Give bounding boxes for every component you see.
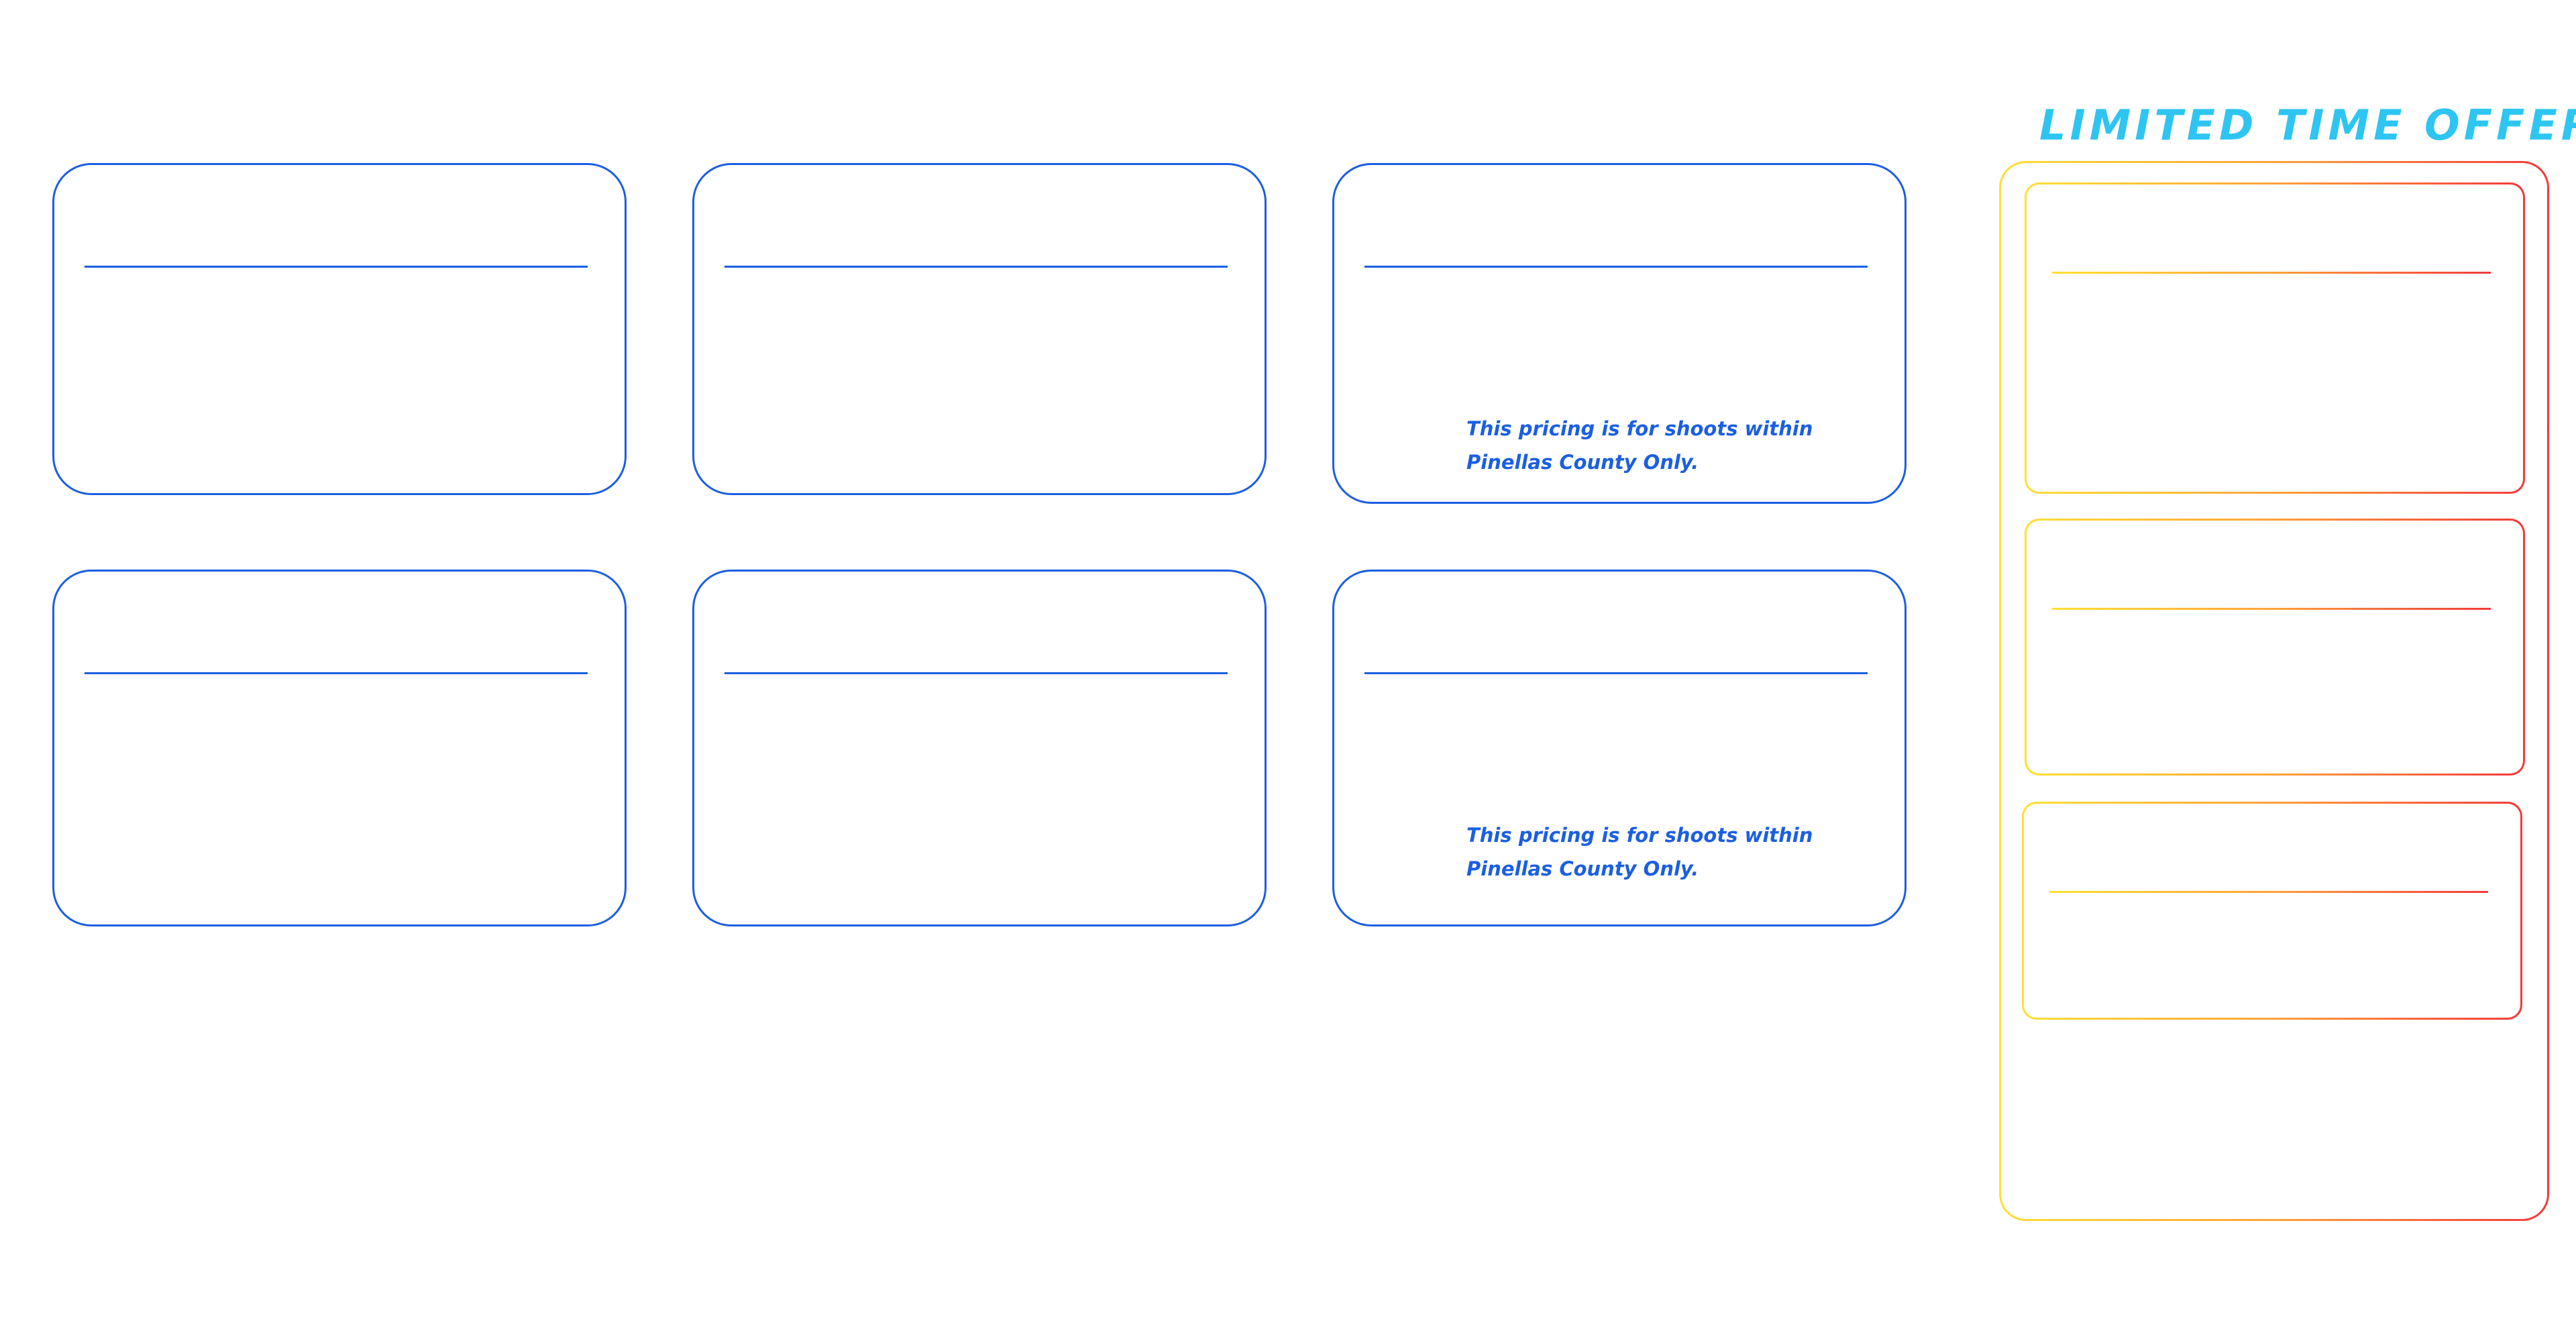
pricing-card-6: This pricing is for shoots within Pinell… [1332,570,1907,926]
offer-card-2 [2025,519,2525,776]
pricing-note-line-2: Pinellas County Only. [1466,451,1699,474]
pricing-note-line-2: Pinellas County Only. [1466,857,1699,880]
pricing-card-1 [52,163,627,495]
pricing-card-3: This pricing is for shoots within Pinell… [1332,163,1907,504]
offer-card-divider [2052,272,2491,274]
offer-title: LIMITED TIME OFFER [2039,101,2576,150]
card-divider [85,266,588,268]
pricing-note: This pricing is for shoots within Pinell… [1466,818,1949,886]
pricing-note-line-1: This pricing is for shoots within [1466,824,1813,847]
pricing-note-line-1: This pricing is for shoots within [1466,417,1813,440]
card-divider [1364,266,1868,268]
offer-card-3 [2022,802,2522,1020]
card-divider [724,266,1228,268]
offer-card-1 [2025,182,2525,494]
card-divider [85,672,588,674]
card-divider [724,672,1228,674]
offer-card-divider [2052,608,2491,610]
offer-card-divider [2049,891,2488,893]
pricing-card-5 [692,570,1267,926]
pricing-note: This pricing is for shoots within Pinell… [1466,412,1949,479]
pricing-card-2 [692,163,1267,495]
pricing-card-4 [52,570,627,926]
card-divider [1364,672,1868,674]
